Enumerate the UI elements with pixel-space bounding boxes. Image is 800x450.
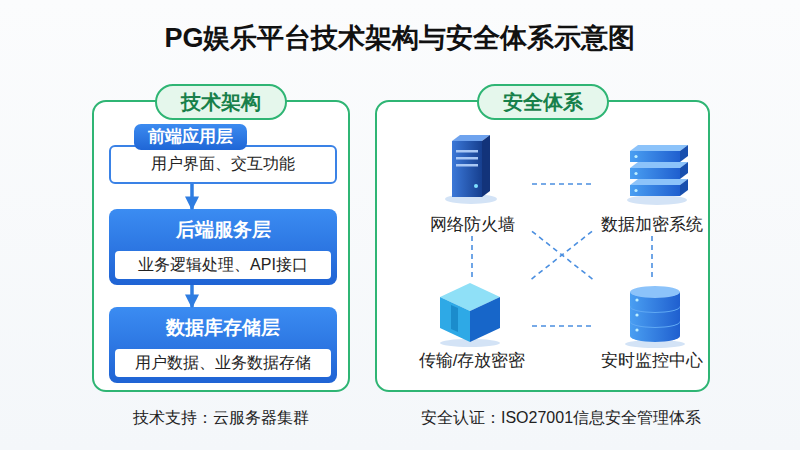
section-panel: 技术架构前端应用层用户界面、交互功能后端服务层业务逻辑处理、API接口数据库存储… <box>92 100 350 392</box>
footnote: 技术支持：云服务器集群 <box>133 408 309 429</box>
security-node: 网络防火墙 <box>412 132 532 236</box>
layer-box: 后端服务层业务逻辑处理、API接口 <box>109 209 337 285</box>
node-label: 安时监控中心 <box>592 350 712 372</box>
security-node: 传输/存放密密 <box>412 280 532 372</box>
layer-title: 数据库存储层 <box>109 307 337 349</box>
section-panel: 安全体系网络防火墙数据加密系统传输/存放密密安时监控中心 <box>375 100 710 392</box>
layer-box: 数据库存储层用户数据、业务数据存储 <box>109 307 337 383</box>
layer-box: 前端应用层用户界面、交互功能 <box>109 124 337 184</box>
node-label: 网络防火墙 <box>412 214 532 236</box>
layer-title: 前端应用层 <box>134 124 247 150</box>
node-label: 传输/存放密密 <box>412 350 532 372</box>
footnote: 安全认证：ISO27001信息安全管理体系 <box>421 408 701 429</box>
diagram-title: PG娱乐平台技术架构与安全体系示意图 <box>0 20 800 56</box>
section-tab: 技术架构 <box>155 84 287 120</box>
node-label: 数据加密系统 <box>592 214 712 236</box>
layer-title: 后端服务层 <box>109 209 337 251</box>
security-node: 安时监控中心 <box>592 280 712 372</box>
layer-desc: 用户界面、交互功能 <box>109 145 337 184</box>
security-node: 数据加密系统 <box>592 132 712 236</box>
layer-desc: 业务逻辑处理、API接口 <box>115 251 331 279</box>
section-tab: 安全体系 <box>477 84 609 120</box>
layer-desc: 用户数据、业务数据存储 <box>115 349 331 377</box>
